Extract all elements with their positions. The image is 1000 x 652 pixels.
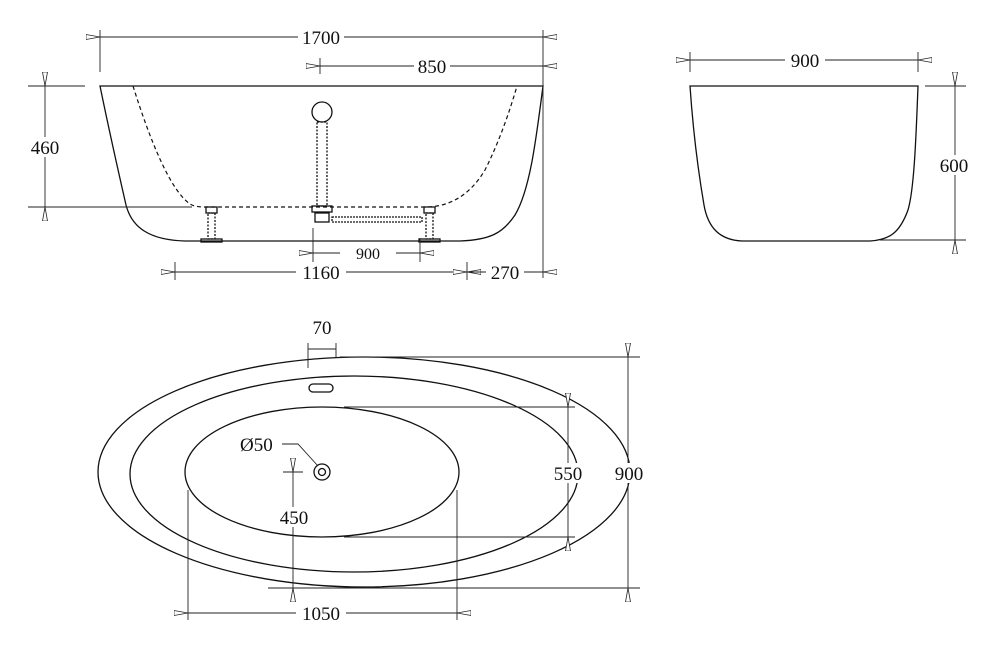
dim-label-drain-diameter: Ø50 [240, 435, 273, 456]
dim-label-850: 850 [418, 57, 447, 78]
overflow-icon [308, 383, 334, 393]
dim-label-270: 270 [491, 263, 520, 284]
dim-label-1700: 1700 [302, 28, 340, 49]
dim-label-600: 600 [940, 156, 969, 177]
dim-label-900-top: 900 [615, 464, 644, 485]
leg-right [418, 206, 441, 243]
basin-floor [184, 406, 460, 538]
end-view: 900 600 [690, 50, 974, 241]
side-view: 1700 850 460 900 1160 270 [28, 27, 543, 284]
dim-label-1050: 1050 [302, 604, 340, 625]
dim-label-70: 70 [313, 318, 332, 339]
drain-waste-assembly [311, 101, 423, 223]
inner-rim [129, 375, 579, 573]
inner-basin-hidden-line [132, 85, 518, 208]
dim-label-550: 550 [554, 464, 583, 485]
leg-left [200, 206, 223, 243]
tub-outline-end [689, 85, 919, 242]
dim-label-460: 460 [31, 138, 60, 159]
dim-label-900-end: 900 [791, 51, 820, 72]
dim-label-1160: 1160 [302, 263, 339, 284]
tub-outline-side [99, 85, 544, 242]
dim-label-450: 450 [280, 508, 309, 529]
top-view: 70 Ø50 450 550 900 1050 [97, 318, 648, 625]
drain-icon [313, 463, 331, 481]
dim-label-900-side: 900 [356, 246, 380, 263]
